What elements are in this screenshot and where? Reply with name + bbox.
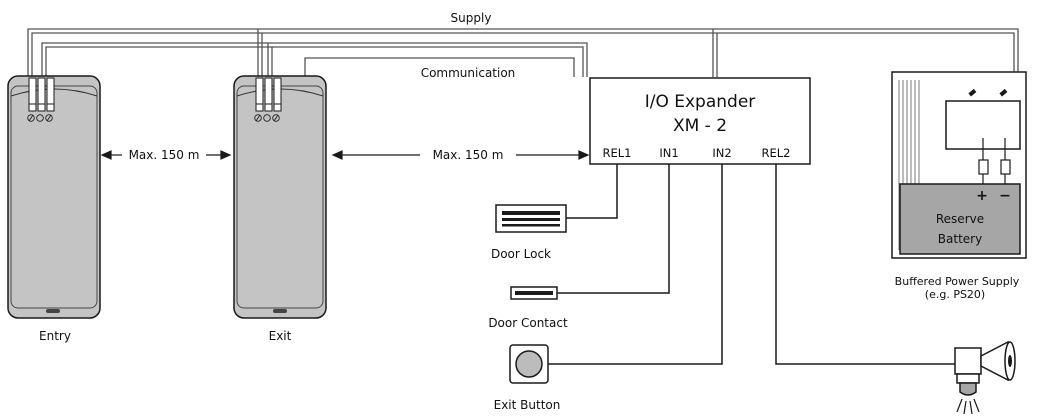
output-wiring	[548, 164, 955, 365]
distance-label-2: Max. 150 m	[433, 148, 504, 162]
power-supply-label-2: (e.g. PS20)	[925, 288, 985, 301]
exit-button-icon	[509, 344, 549, 384]
battery-label-line2: Battery	[938, 232, 982, 246]
exit-button-label: Exit Button	[494, 398, 561, 412]
io-expander	[589, 77, 811, 165]
door-contact-label: Door Contact	[488, 316, 568, 330]
entry-connector-icon	[28, 77, 55, 112]
door-lock-label: Door Lock	[491, 247, 551, 261]
supply-wiring	[27, 28, 1019, 90]
entry-reader	[7, 75, 101, 319]
port-rel1: REL1	[603, 146, 632, 160]
exit-status-icons	[254, 114, 280, 122]
battery-minus: −	[999, 188, 1011, 204]
door-contact-icon	[510, 286, 558, 300]
supply-label: Supply	[451, 11, 492, 25]
power-supply-label-1: Buffered Power Supply	[895, 275, 1020, 288]
port-in2: IN2	[712, 146, 731, 160]
communication-wiring	[41, 42, 588, 88]
siren-icon	[954, 340, 1016, 415]
distance-arrow-1	[100, 150, 232, 160]
communication-label: Communication	[421, 66, 516, 80]
exit-connector-icon	[255, 77, 282, 112]
port-rel2: REL2	[762, 146, 791, 160]
distance-arrow-2	[331, 150, 590, 160]
entry-status-icons	[27, 114, 53, 122]
port-in1: IN1	[659, 146, 678, 160]
battery-label-line1: Reserve	[936, 212, 984, 226]
expander-model: XM - 2	[673, 116, 727, 136]
reserve-battery	[899, 183, 1021, 255]
door-lock-icon	[495, 204, 567, 233]
entry-label: Entry	[39, 329, 71, 343]
expander-title: I/O Expander	[645, 92, 756, 112]
exit-reader	[233, 75, 327, 319]
battery-plus: +	[976, 188, 988, 204]
exit-label: Exit	[269, 329, 292, 343]
distance-label-1: Max. 150 m	[129, 148, 200, 162]
